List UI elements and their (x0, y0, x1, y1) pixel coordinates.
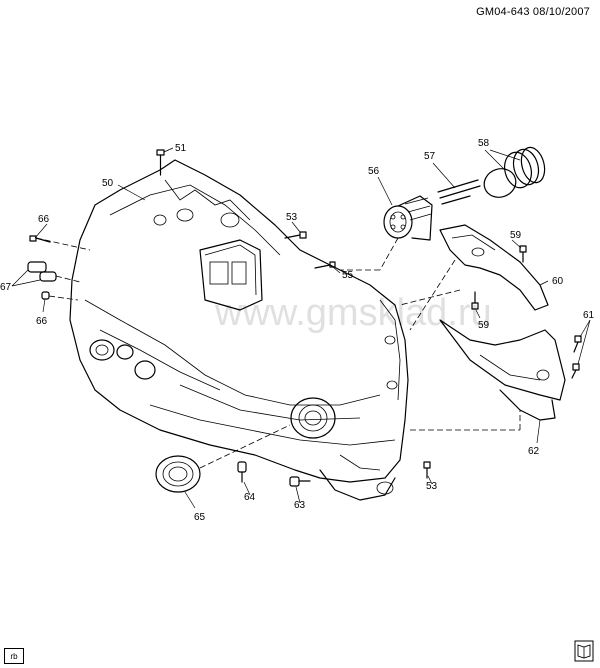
callout-53-lower: 53 (426, 481, 438, 492)
callout-55: 55 (342, 270, 354, 281)
callout-67: 67 (0, 282, 12, 293)
bolt-53-upper (284, 231, 307, 239)
shift-fork-60 (439, 224, 549, 311)
callout-59-lower: 59 (478, 320, 490, 331)
callout-63: 63 (294, 500, 306, 511)
callout-65: 65 (194, 512, 206, 523)
manual-book-icon (574, 640, 594, 662)
bolt-59-upper (519, 245, 527, 263)
leader-lines (11, 147, 591, 509)
bracket-62 (439, 319, 566, 421)
transmission-case (69, 159, 409, 501)
drain-plug-63 (289, 476, 311, 487)
callout-66-lower: 66 (36, 316, 48, 327)
bolt-59-lower (471, 291, 479, 310)
callout-62: 62 (528, 446, 540, 457)
vent-bolt-51 (156, 149, 165, 176)
plug-67 (27, 261, 57, 282)
callout-61: 61 (583, 310, 595, 321)
plug-66-lower (41, 291, 50, 300)
callout-60: 60 (552, 276, 564, 287)
accumulator-piston-56 (383, 195, 433, 241)
fitting-64 (237, 461, 247, 483)
axle-seal-65 (155, 455, 201, 493)
bolt-53-lower (423, 461, 431, 479)
callout-64: 64 (244, 492, 256, 503)
seal-rings-58 (483, 146, 546, 198)
diagram-reference-code: GM04-643 08/10/2007 (476, 6, 590, 18)
callout-57: 57 (424, 151, 436, 162)
callout-51: 51 (175, 143, 187, 154)
watermark-text: www.gmsklad.ru (214, 292, 492, 334)
bolts-61 (571, 335, 582, 379)
callout-53-upper: 53 (286, 212, 298, 223)
callout-56: 56 (368, 166, 380, 177)
callout-labels: 50 51 53 53 55 56 57 58 59 59 60 61 62 6… (0, 138, 595, 523)
corner-tag: rb (4, 648, 24, 664)
callout-66-upper: 66 (38, 214, 50, 225)
pins-57 (437, 179, 481, 205)
callout-50: 50 (102, 178, 114, 189)
callout-59-upper: 59 (510, 230, 522, 241)
callout-58: 58 (478, 138, 490, 149)
bolt-55 (314, 261, 336, 269)
